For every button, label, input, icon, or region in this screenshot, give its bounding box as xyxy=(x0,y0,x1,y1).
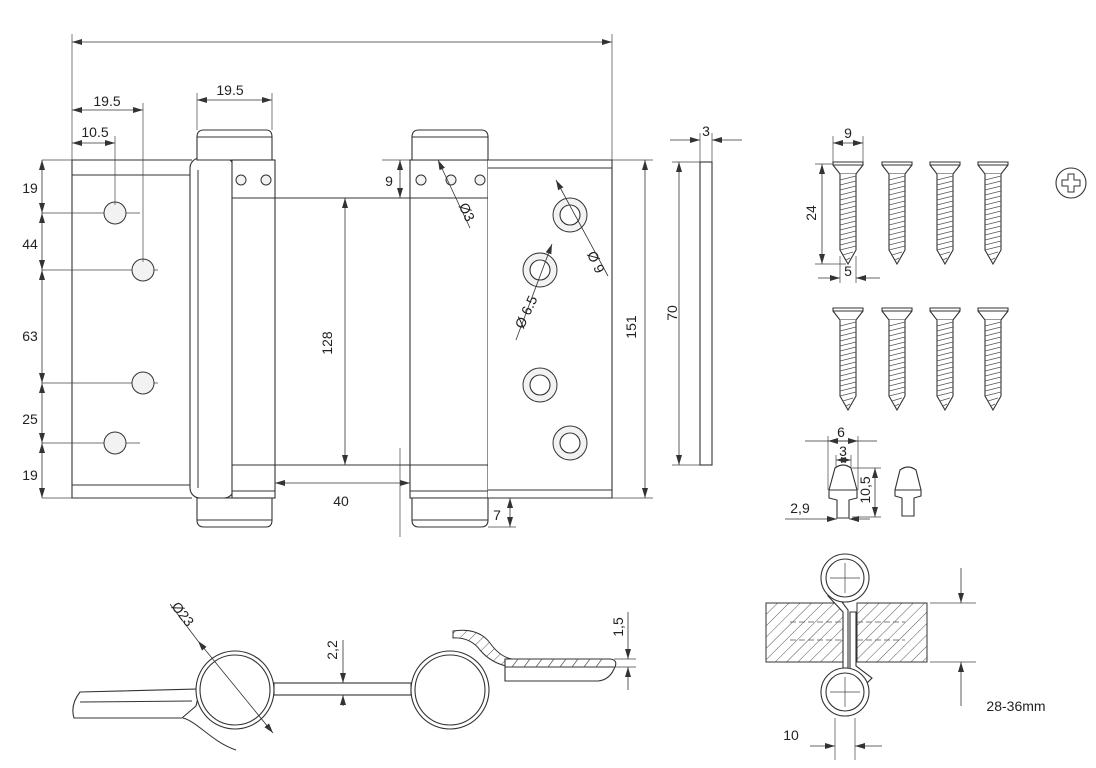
cap-width-label: 19.5 xyxy=(216,82,243,98)
screw xyxy=(881,307,913,411)
plug-stem-label: 2,9 xyxy=(790,500,810,516)
plug-detail: 6 3 10,5 2,9 xyxy=(785,424,922,522)
phillips-icon xyxy=(1055,167,1087,199)
small-hole xyxy=(415,174,427,186)
screw-set: 9 24 5 xyxy=(803,125,1087,411)
screw xyxy=(977,307,1009,411)
plug-height-label: 10,5 xyxy=(857,476,873,503)
hole-row-offset-label: 19.5 xyxy=(93,93,120,109)
leaf-thickness-label: 1,5 xyxy=(610,617,626,637)
right-barrel-inner xyxy=(414,654,486,726)
countersunk-hole-inner xyxy=(559,432,581,454)
right-leaf-plate xyxy=(488,159,613,499)
leader-line xyxy=(555,179,609,277)
screw-length-label: 24 xyxy=(803,205,819,221)
small-hole xyxy=(474,174,486,186)
right-bottom-cap xyxy=(411,497,489,528)
left-spring-strip xyxy=(231,159,276,499)
small-hole xyxy=(235,174,247,186)
mounting-hole xyxy=(131,371,155,395)
phillips-icon-circle xyxy=(1055,167,1087,199)
door-thickness-label: 28-36mm xyxy=(986,698,1045,714)
mounting-hole xyxy=(131,258,155,282)
door-frame-block xyxy=(765,602,844,663)
right-knuckle-strip xyxy=(409,159,489,499)
small-hole xyxy=(260,174,272,186)
hole-spacing-middle-label: 63 xyxy=(22,328,38,344)
spring-height-label: 128 xyxy=(319,331,335,355)
mounting-hole xyxy=(103,431,127,455)
leader-line xyxy=(437,159,471,229)
left-bottom-cap xyxy=(196,497,273,528)
hole-spacing-upper-label: 44 xyxy=(22,236,38,252)
side-thickness-label: 3 xyxy=(702,123,710,139)
screw xyxy=(832,161,864,265)
phillips-icon-cross xyxy=(1061,173,1081,193)
hole-spacing-lower-label: 25 xyxy=(22,411,38,427)
bottom-margin-label: 19 xyxy=(22,467,38,483)
left-leaf-plate xyxy=(71,159,192,499)
mounting-hole xyxy=(103,201,127,225)
leader-line xyxy=(169,603,199,642)
plug xyxy=(894,466,922,517)
small-hole-diameter-label: Ø3 xyxy=(456,200,478,224)
door-gap-label: 10 xyxy=(783,727,799,743)
hole-edge-offset-label: 10.5 xyxy=(81,124,108,140)
countersunk-hole-inner xyxy=(529,259,551,281)
plug-width-label: 6 xyxy=(837,424,845,440)
leaf-profile xyxy=(699,161,713,466)
left-top-cap xyxy=(196,129,273,161)
screw xyxy=(881,161,913,265)
leaf-face-line xyxy=(79,700,193,703)
screw xyxy=(977,161,1009,265)
side-height-label: 70 xyxy=(664,305,680,321)
right-top-cap xyxy=(411,129,489,161)
screw xyxy=(929,161,961,265)
screw xyxy=(929,307,961,411)
plug-top-label: 3 xyxy=(839,443,847,459)
door-leaf-block xyxy=(856,602,928,663)
countersunk-hole-inner xyxy=(529,374,551,396)
countersunk-hole-inner xyxy=(559,204,581,226)
leaf-surface-hatch xyxy=(511,658,603,668)
middle-strip-section xyxy=(273,682,412,696)
leader-line xyxy=(515,243,553,341)
side-view: 70 3 xyxy=(664,123,742,466)
plug xyxy=(828,464,858,519)
screw xyxy=(832,307,864,411)
screw-shank-label: 5 xyxy=(844,263,852,279)
leaf-gap-label: 40 xyxy=(333,493,349,509)
left-leaf-section xyxy=(72,688,201,719)
gap-thickness-label: 2,2 xyxy=(324,640,340,660)
dimension-line xyxy=(197,640,274,734)
top-margin-label: 19 xyxy=(22,180,38,196)
left-barrel-inner xyxy=(199,654,271,726)
cross-section-view: Ø23 2,2 1,5 xyxy=(72,599,636,751)
door-section-view: 28-36mm 10 xyxy=(765,553,1046,760)
front-view: 19 44 63 25 19 19.5 10.5 19.5 xyxy=(22,34,653,537)
left-knuckle-barrel xyxy=(189,157,235,499)
total-height-label: 151 xyxy=(623,315,639,339)
cap-height-label: 7 xyxy=(493,507,501,523)
barrel-diameter-label: Ø23 xyxy=(169,599,198,630)
screw-head-label: 9 xyxy=(844,125,852,141)
right-leaf-section xyxy=(504,658,617,682)
small-hole-offset-label: 9 xyxy=(385,173,393,189)
